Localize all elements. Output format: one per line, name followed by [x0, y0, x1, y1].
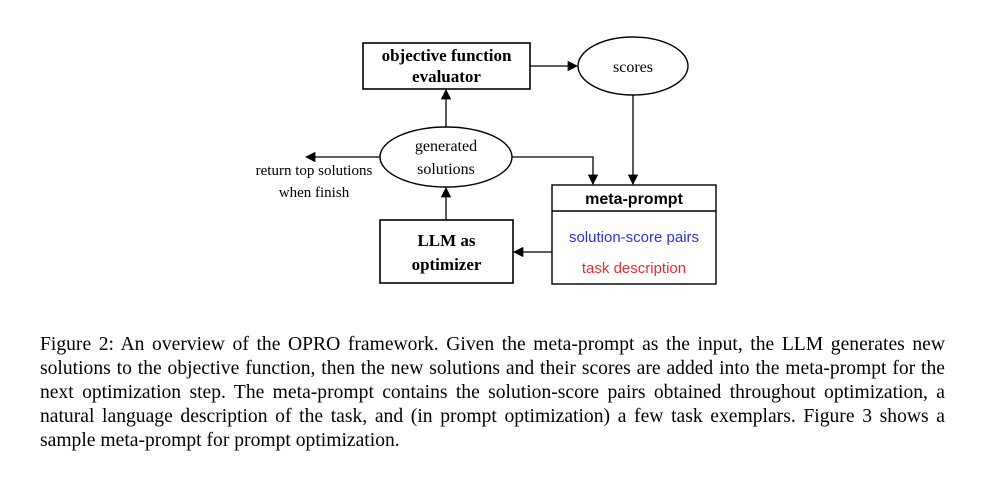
- return-label: return top solutions when finish: [256, 163, 373, 201]
- meta-prompt-node: meta-prompt solution-score pairs task de…: [551, 184, 717, 285]
- return-label-line1: return top solutions: [256, 163, 373, 179]
- generated-label-line1: generated: [415, 138, 477, 155]
- evaluator-label-line1: objective function: [382, 46, 512, 65]
- task-description-label: task description: [582, 260, 686, 277]
- meta-prompt-title: meta-prompt: [585, 191, 683, 208]
- llm-optimizer-node: LLM as optimizer: [379, 219, 514, 284]
- generated-label-line2: solutions: [417, 161, 475, 178]
- figure-caption: Figure 2: An overview of the OPRO framew…: [40, 334, 945, 451]
- llm-label-line2: optimizer: [412, 255, 482, 274]
- llm-label-line1: LLM as: [417, 231, 475, 250]
- evaluator-node: objective function evaluator: [362, 42, 531, 90]
- evaluator-label-line2: evaluator: [412, 67, 481, 86]
- solution-score-pairs-label: solution-score pairs: [569, 229, 699, 246]
- opro-diagram: objective function evaluator scores gene…: [256, 36, 717, 285]
- scores-label: scores: [613, 59, 653, 76]
- return-label-line2: when finish: [279, 185, 350, 201]
- scores-node: scores: [577, 36, 689, 96]
- generated-solutions-node: generated solutions: [379, 126, 513, 188]
- arrow-generated-to-meta-prompt: [512, 156, 599, 186]
